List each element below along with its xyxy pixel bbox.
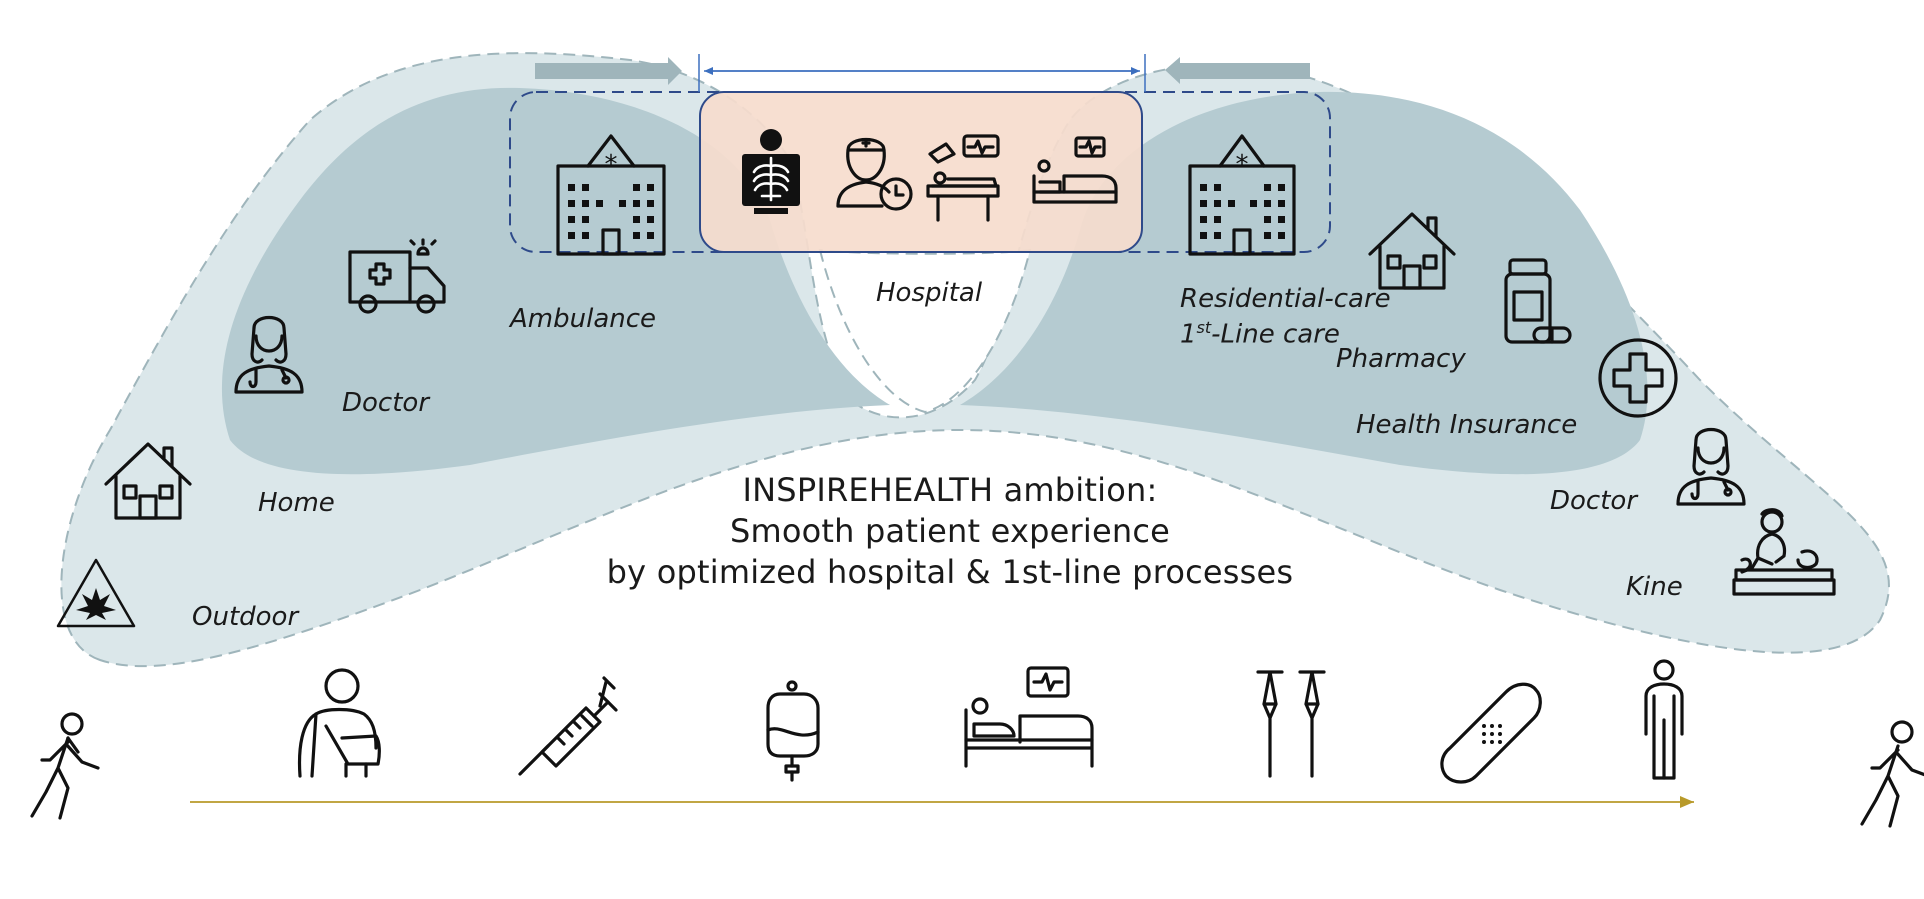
svg-text:*: * xyxy=(1236,150,1249,180)
ambition-title: INSPIREHEALTH ambition: xyxy=(742,471,1158,509)
standing-person-icon xyxy=(1644,659,1684,780)
medicine-bottle-icon xyxy=(1504,258,1572,344)
health-insurance-label: Health Insurance xyxy=(1356,410,1578,440)
ambulance-icon xyxy=(348,238,446,314)
house-icon xyxy=(104,442,192,520)
hospital-core-box xyxy=(699,91,1143,253)
home-label: Home xyxy=(258,488,335,518)
hospital-stay-span-arrow xyxy=(698,54,1146,92)
hospital-label: Hospital xyxy=(876,278,983,308)
ambition-line-2: Smooth patient experience xyxy=(729,512,1171,550)
hospital-gap xyxy=(818,248,1032,414)
syringe-icon xyxy=(518,676,618,776)
doctor-left-label: Doctor xyxy=(342,388,430,418)
hazard-triangle-icon xyxy=(56,558,136,628)
kine-label: Kine xyxy=(1626,572,1683,602)
nurse-clock-icon xyxy=(836,137,913,211)
arm-sling-icon xyxy=(297,668,381,778)
push-arrow-left xyxy=(1165,57,1310,84)
ambition-statement: INSPIREHEALTH ambition: Smooth patient e… xyxy=(560,470,1340,593)
crutches-icon xyxy=(1256,670,1326,778)
medical-cross-icon xyxy=(1598,338,1678,418)
physiotherapy-icon xyxy=(1732,508,1836,596)
bandage-icon xyxy=(1440,682,1542,784)
first-line-superscript: st xyxy=(1196,318,1212,337)
doctor-right-label: Doctor xyxy=(1550,486,1638,516)
first-line-suffix: -Line care xyxy=(1211,319,1340,350)
ambulance-label: Ambulance xyxy=(510,304,657,334)
doctor-female-icon xyxy=(1676,427,1746,506)
walking-person-icon xyxy=(1860,720,1924,828)
pharmacy-label: Pharmacy xyxy=(1336,344,1466,374)
operating-table-icon xyxy=(926,134,1000,222)
doctor-female-icon xyxy=(234,315,304,394)
push-arrow-right xyxy=(535,57,682,85)
first-line-number: 1 xyxy=(1180,319,1197,350)
hospital-bed-monitor-icon xyxy=(1032,136,1118,204)
hospital-building-icon: * xyxy=(1188,134,1296,256)
walking-person-icon xyxy=(30,712,100,820)
iv-bag-icon xyxy=(766,680,820,782)
xray-icon xyxy=(742,129,800,214)
residential-care-label: Residential-care xyxy=(1180,284,1391,314)
outdoor-label: Outdoor xyxy=(192,602,299,632)
first-line-care-label: 1st-Line care xyxy=(1180,318,1340,350)
hospital-building-icon: * xyxy=(556,134,666,256)
ambition-line-3: by optimized hospital & 1st-line process… xyxy=(606,553,1294,591)
hospital-bed-monitor-icon xyxy=(964,666,1094,768)
house-icon xyxy=(1368,212,1456,290)
svg-text:*: * xyxy=(605,150,618,180)
